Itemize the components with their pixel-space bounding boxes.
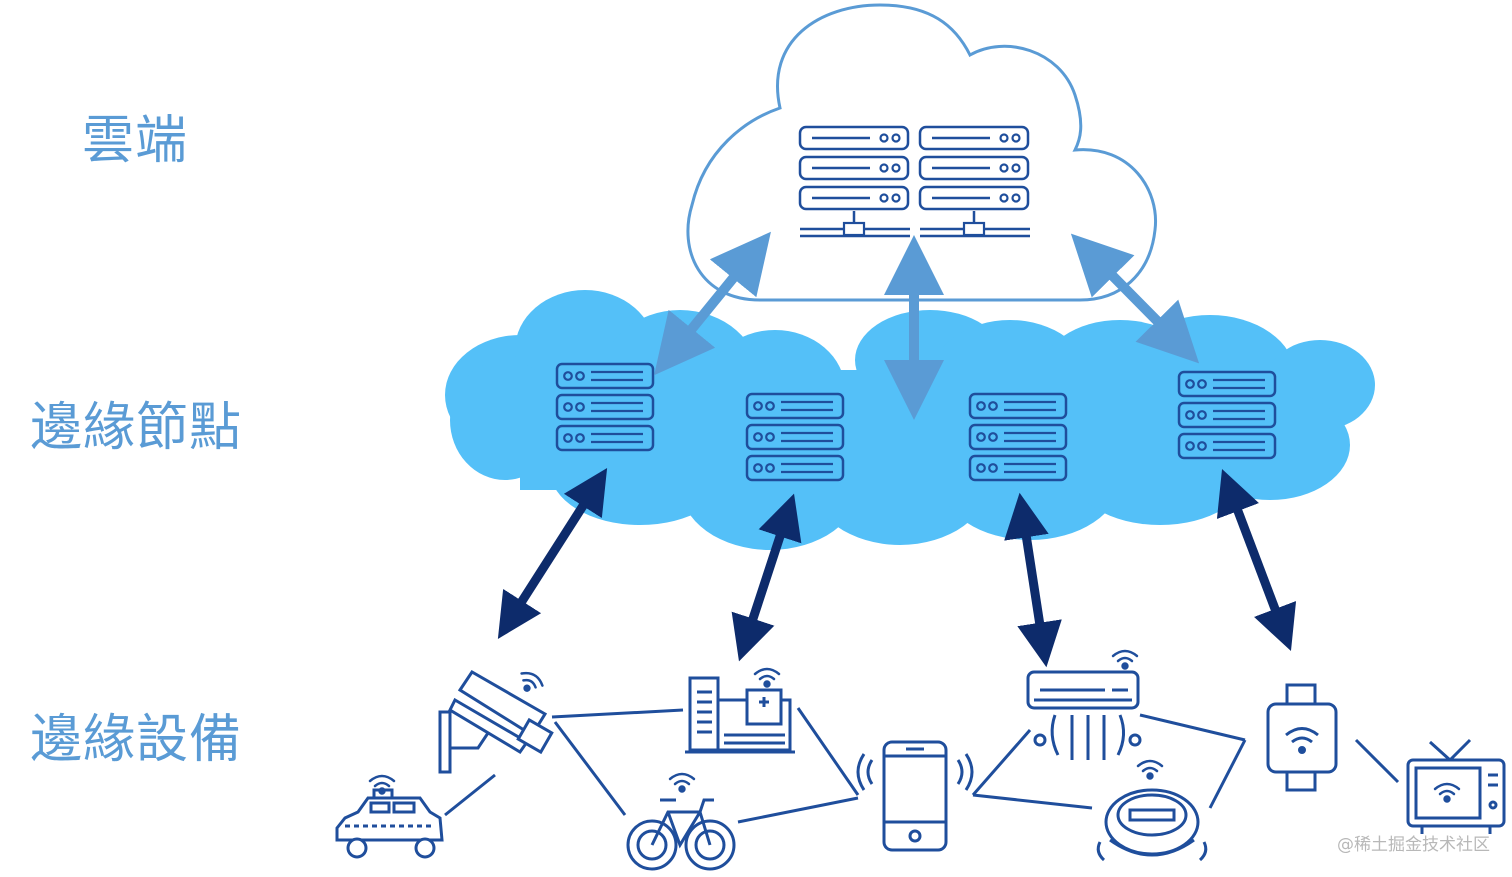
watermark: @稀土掘金技术社区 — [1337, 835, 1490, 855]
edge-device-arrow-3 — [1004, 492, 1062, 668]
hospital-building-icon — [685, 667, 795, 754]
cloud-edge-arrow-3 — [1070, 233, 1200, 364]
edge-node-tier-label: 邊緣節點 — [30, 398, 243, 458]
robot-vacuum-icon — [1096, 759, 1208, 862]
edge-device-tier-label: 邊緣設備 — [30, 710, 243, 770]
edge-device-arrow-2 — [731, 493, 802, 662]
cloud-outline — [686, 3, 1158, 302]
bicycle-icon — [626, 772, 736, 871]
taxi-icon — [335, 774, 444, 859]
cctv-camera-icon — [438, 667, 554, 774]
cloud-tier-label: 雲端 — [82, 111, 189, 171]
television-icon — [1406, 738, 1506, 834]
cloud-server-rack-right — [918, 125, 1030, 238]
air-conditioner-icon — [1026, 649, 1142, 760]
edge-device-arrow-1 — [497, 468, 608, 639]
edge-device-arrow-4 — [1216, 468, 1297, 652]
smartwatch-icon — [1266, 683, 1338, 792]
cloud-edge-arrow-1 — [654, 231, 771, 376]
device-links — [444, 707, 1400, 824]
smartphone-icon — [856, 740, 974, 852]
